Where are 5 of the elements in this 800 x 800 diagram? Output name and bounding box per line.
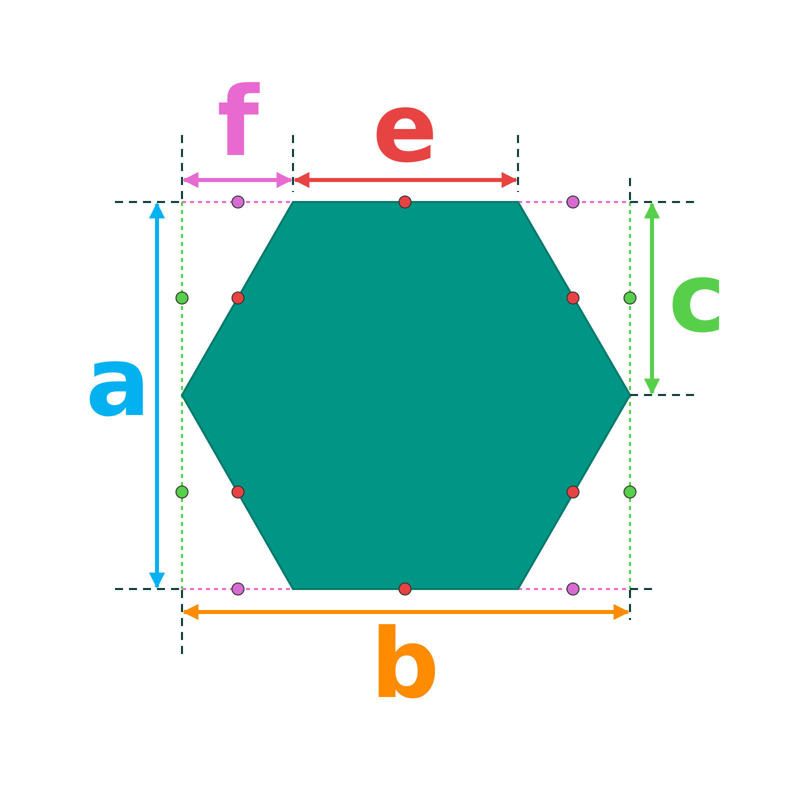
dimension-label: f [217, 74, 259, 170]
dimension-label: b [370, 616, 440, 712]
dimension-label: c [668, 250, 726, 346]
dimension-label: a [86, 334, 150, 430]
dimension-label: e [372, 80, 438, 176]
